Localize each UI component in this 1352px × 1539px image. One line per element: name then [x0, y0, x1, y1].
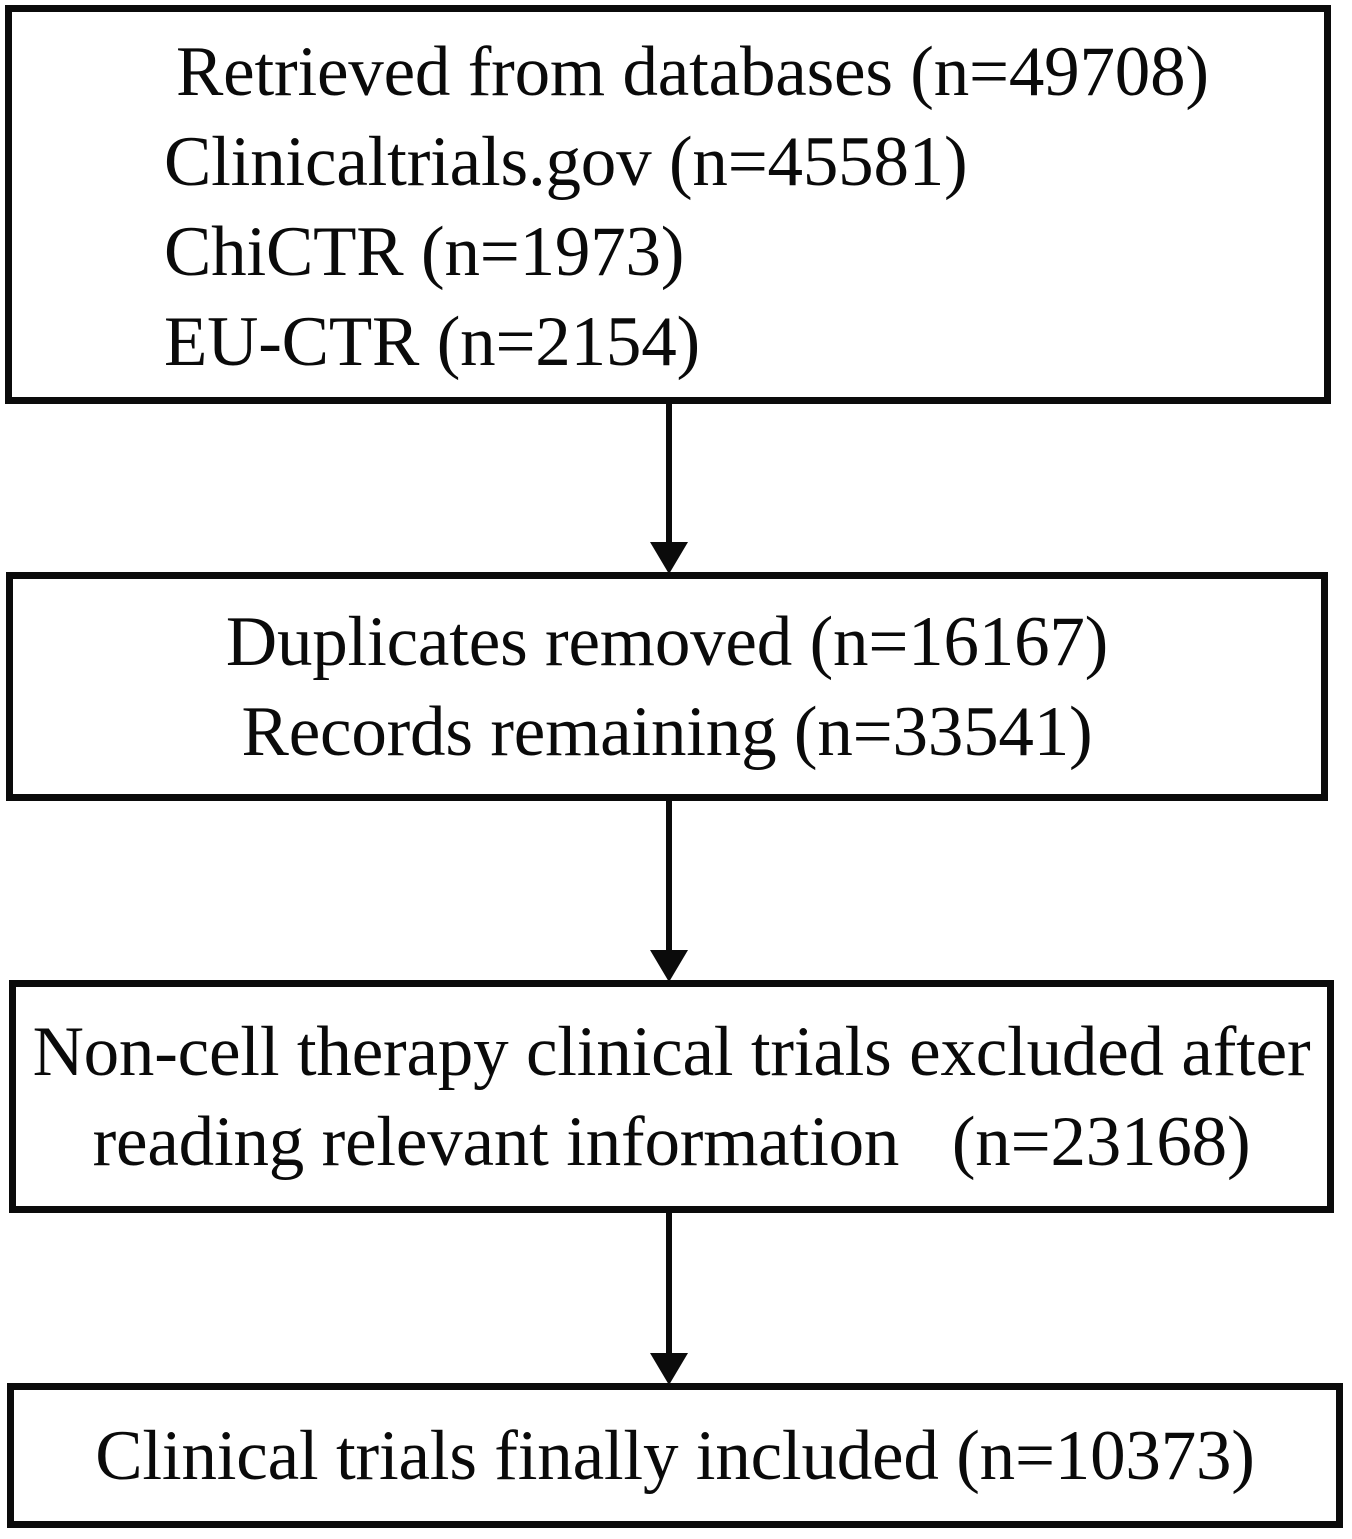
flow-text-line: EU-CTR (n=2154): [164, 302, 700, 381]
arrow-head-icon: [650, 542, 688, 574]
flow-box-text-block: Retrieved from databases (n=49708) Clini…: [12, 23, 1352, 387]
flow-box-records-identified: Retrieved from databases (n=49708) Clini…: [5, 5, 1331, 404]
flow-box-non-cell-excluded: Non-cell therapy clinical trials exclude…: [9, 980, 1334, 1213]
arrow-head-icon: [650, 950, 688, 982]
flow-arrow-down: [650, 404, 688, 574]
flow-text-line: Records remaining (n=33541): [241, 692, 1093, 771]
arrow-shaft: [666, 1212, 672, 1355]
arrow-head-icon: [650, 1353, 688, 1385]
flow-box-text-block: Non-cell therapy clinical trials exclude…: [16, 1007, 1327, 1187]
flow-box-trials-included: Clinical trials finally included (n=1037…: [7, 1383, 1343, 1528]
flow-text-line: Clinicaltrials.gov (n=45581): [164, 122, 968, 201]
flow-arrow-down: [650, 800, 688, 982]
flow-text-line: reading relevant information (n=23168): [92, 1102, 1251, 1181]
flow-box-text-block: Duplicates removed (n=16167) Records rem…: [13, 597, 1321, 777]
flow-box-duplicates-removed: Duplicates removed (n=16167) Records rem…: [6, 572, 1328, 801]
flow-text-line: Retrieved from databases (n=49708): [176, 32, 1209, 111]
flow-box-text-block: Clinical trials finally included (n=1037…: [14, 1411, 1336, 1501]
flow-text-line: Non-cell therapy clinical trials exclude…: [32, 1012, 1311, 1091]
arrow-shaft: [666, 800, 672, 952]
flow-text-line: Clinical trials finally included (n=1037…: [95, 1416, 1255, 1495]
arrow-shaft: [666, 404, 672, 544]
flow-text-line: Duplicates removed (n=16167): [225, 602, 1109, 681]
flow-arrow-down: [650, 1212, 688, 1385]
flow-text-line: ChiCTR (n=1973): [164, 212, 685, 291]
